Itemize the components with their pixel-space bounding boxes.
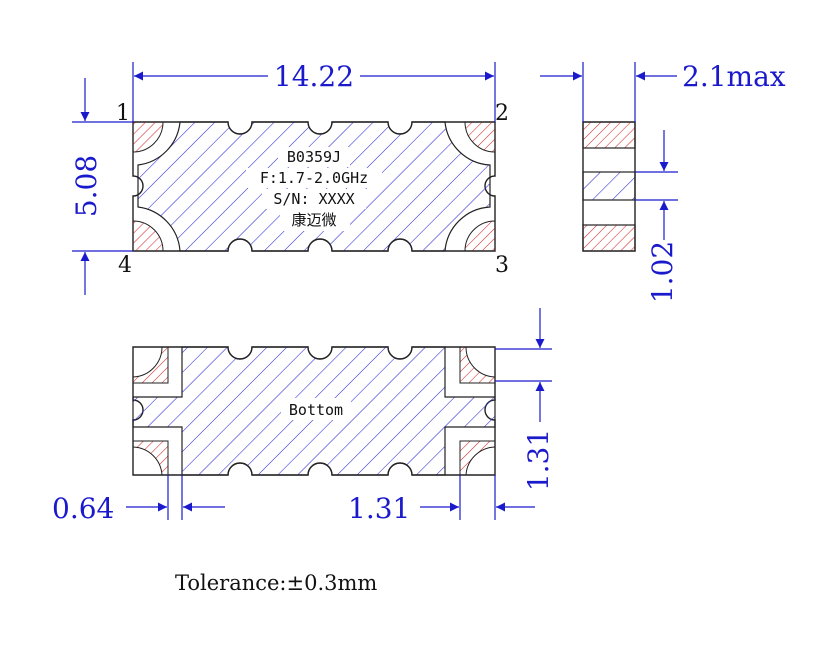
bottom-pad-4 [132,440,169,476]
side-view [582,121,636,252]
side-body [582,171,636,201]
marking-brand: 康迈微 [291,211,336,229]
bottom-view: Bottom [132,346,496,476]
dimension-height: 2.1max [540,60,786,122]
dimension-pad-length-text: 1.31 [522,429,555,491]
bottom-pad-2 [459,346,496,384]
dimension-length: 14.22 [132,60,496,122]
dimension-pad-length: 1.31 [495,308,555,491]
dimension-pad-edge: 0.64 [52,475,225,525]
top-view: B0359J F:1.7-2.0GHz S/N: XXXX 康迈微 1 2 3 … [116,101,509,278]
bottom-pad-1 [132,346,169,384]
marking-part-number: B0359J [287,148,341,166]
dimension-height-text: 2.1max [682,60,786,93]
bottom-view-label: Bottom [289,401,343,419]
top-corner-pad-4 [132,220,164,252]
pin-label-2: 2 [495,101,509,126]
dimension-pad-edge-text: 0.64 [52,492,114,525]
pin-label-1: 1 [116,101,130,126]
side-bottom-pad [582,224,636,252]
marking-serial: S/N: XXXX [273,190,354,208]
pin-label-4: 4 [118,253,132,278]
tolerance-note: Tolerance:±0.3mm [175,571,377,595]
dimension-pad-gap-text: 1.02 [646,241,679,303]
side-top-pad [582,121,636,149]
dimension-width: 5.08 [70,78,133,295]
top-corner-pad-3 [464,220,496,252]
top-corner-pad-1 [132,121,164,153]
dimension-pad-width-text: 1.31 [348,492,410,525]
dimension-width-text: 5.08 [70,155,103,217]
dimension-pad-gap: 1.02 [635,130,679,303]
dimension-pad-width: 1.31 [348,475,535,525]
bottom-pad-3 [459,440,496,476]
top-corner-pad-2 [464,121,496,153]
marking-frequency: F:1.7-2.0GHz [260,169,368,187]
dimension-length-text: 14.22 [274,60,354,93]
pin-label-3: 3 [495,253,509,278]
